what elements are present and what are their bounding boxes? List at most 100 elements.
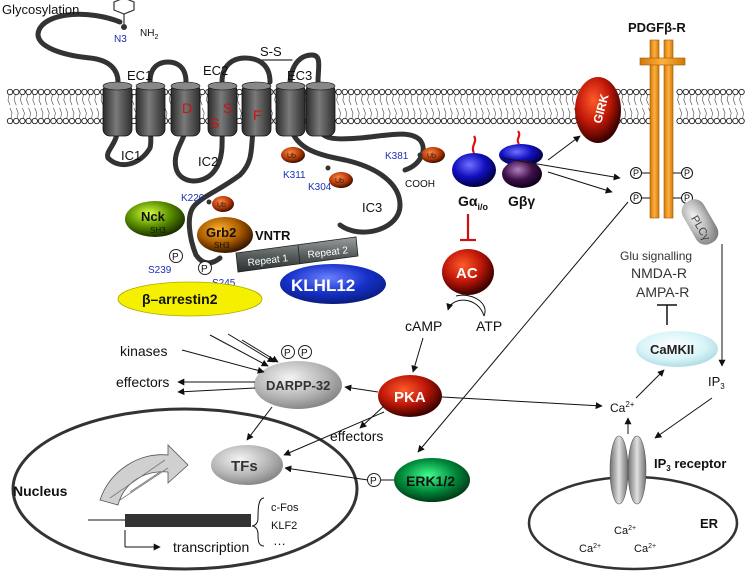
darpp-to-effectors-arrow-2 xyxy=(177,387,256,396)
ic3-label: IC3 xyxy=(362,200,382,215)
nucleus xyxy=(11,407,359,571)
phospho-s239: P xyxy=(169,249,183,263)
k220-label: K220 xyxy=(181,193,205,204)
svg-text:AC: AC xyxy=(456,265,478,282)
k311-label: K311 xyxy=(283,170,306,181)
nck-protein: Nck SH3 xyxy=(125,201,185,237)
svg-text:P: P xyxy=(684,193,690,203)
svg-text:KLHL12: KLHL12 xyxy=(291,276,355,295)
vntr-bar: Repeat 1 Repeat 2 xyxy=(235,236,359,273)
ampa-label: AMPA-R xyxy=(636,284,689,300)
kinases-to-darpp-arrow-4 xyxy=(241,339,279,363)
nucleus-label: Nucleus xyxy=(13,483,68,499)
k381-label: K381 xyxy=(385,151,409,162)
ip3-receptor-label: IP3 receptor xyxy=(654,456,726,473)
sugar-ring-icon xyxy=(113,0,135,24)
ec1-label: EC1 xyxy=(127,68,152,83)
repeat1-label: Repeat 1 xyxy=(247,253,289,269)
repeat2-label: Repeat 2 xyxy=(307,245,349,261)
pdgf-phospho-sites: P P P P xyxy=(630,167,693,204)
svg-text:P: P xyxy=(301,348,308,359)
kinases-to-darpp-arrow-1 xyxy=(181,349,265,374)
svg-text:TFs: TFs xyxy=(231,458,258,475)
pdgf-label: PDGFβ-R xyxy=(628,20,686,35)
tfs: TFs xyxy=(211,445,283,485)
svg-text:Ub: Ub xyxy=(335,178,344,185)
pathway-arrows xyxy=(177,135,726,481)
svg-text:P: P xyxy=(172,252,179,263)
g-beta-gamma: Gβγ xyxy=(499,130,543,209)
svg-text:P: P xyxy=(370,476,377,487)
camp-to-pka-arrow xyxy=(411,337,424,373)
gbg-to-girk-arrow xyxy=(547,135,581,161)
ub-k220: Ub xyxy=(206,196,234,212)
svg-text:Ub: Ub xyxy=(217,202,226,209)
svg-text:Nck: Nck xyxy=(141,209,166,224)
nmda-label: NMDA-R xyxy=(631,265,687,281)
glu-signalling-label: Glu signalling xyxy=(620,249,692,263)
svg-text:SH3: SH3 xyxy=(150,226,166,235)
disulfide-label: S-S xyxy=(260,44,282,59)
svg-text:Grb2: Grb2 xyxy=(206,225,236,240)
svg-text:CaMKII: CaMKII xyxy=(650,342,694,357)
effectors-right-label: effectors xyxy=(330,428,383,444)
svg-text:Gαi/o: Gαi/o xyxy=(458,193,489,212)
helix-tm2 xyxy=(135,83,166,137)
svg-text:P: P xyxy=(633,193,639,203)
galpha-to-pdgf-arrow xyxy=(501,157,621,181)
girk-channel: GIRK xyxy=(575,77,621,143)
n3-site-dot xyxy=(121,24,127,30)
phospho-s245: P xyxy=(198,261,212,275)
ca-er-label-3: Ca2+ xyxy=(634,543,656,555)
ub-k311: Ub xyxy=(281,147,305,163)
svg-text:P: P xyxy=(201,264,208,275)
s245-label: S245 xyxy=(212,278,236,289)
s239-label: S239 xyxy=(148,265,172,276)
galpha-inhibits-ac xyxy=(460,214,476,242)
er-label: ER xyxy=(700,516,719,531)
n3-label: N3 xyxy=(114,34,127,45)
kinases-to-darpp-arrow-3 xyxy=(227,333,275,363)
glycosylation-label: Glycosylation xyxy=(2,2,79,17)
ip3-receptor xyxy=(609,435,647,505)
svg-text:PKA: PKA xyxy=(394,389,426,406)
pka-to-ca-arrow xyxy=(441,396,603,410)
ca-to-camkii-arrow xyxy=(635,369,665,399)
kinases-to-darpp-arrow-2 xyxy=(209,334,269,367)
ca-cytosol-label: Ca2+ xyxy=(610,400,635,415)
camp-label: cAMP xyxy=(405,318,442,334)
erk-to-tfs-arrow xyxy=(284,465,369,481)
ip3-to-receptor-arrow xyxy=(654,397,713,439)
ca-er-label-2: Ca2+ xyxy=(579,543,601,555)
translocation-arrow-icon xyxy=(99,444,189,506)
adenylyl-cyclase: AC xyxy=(442,249,494,295)
pka-to-darpp-arrow xyxy=(344,384,379,393)
grb2-protein: Grb2 SH3 xyxy=(197,217,253,253)
ub-k304: Ub xyxy=(325,165,353,188)
residue-f: F xyxy=(253,107,262,123)
svg-text:P: P xyxy=(633,168,639,178)
pdgf-to-erk-arrow xyxy=(417,201,629,453)
vntr-label: VNTR xyxy=(255,228,291,243)
darpp-32: DARPP-32 P P xyxy=(254,345,342,409)
g-alpha-io: Gαi/o xyxy=(452,135,496,212)
dna-gene xyxy=(88,514,251,551)
residue-s2: S xyxy=(210,115,219,131)
ub-k381: Ub xyxy=(417,147,445,163)
gene-list-brace xyxy=(251,497,265,547)
helix-tm6 xyxy=(275,83,306,137)
ic1-label: IC1 xyxy=(121,148,141,163)
ellipsis-label: … xyxy=(273,533,286,548)
atp-label: ATP xyxy=(476,318,502,334)
residue-s1: S xyxy=(223,100,232,116)
ip3-label: IP3 xyxy=(708,374,725,391)
erk1-2: ERK1/2 P xyxy=(367,458,470,502)
svg-text:SH3: SH3 xyxy=(214,241,230,250)
ec3-label: EC3 xyxy=(287,68,312,83)
darpp-to-tfs-arrow xyxy=(246,406,273,441)
klf2-label: KLF2 xyxy=(271,520,297,532)
glu-inhibits-camkii xyxy=(657,304,677,325)
svg-text:Ub: Ub xyxy=(427,153,436,160)
k304-label: K304 xyxy=(308,182,332,193)
transcription-label: transcription xyxy=(173,539,249,555)
